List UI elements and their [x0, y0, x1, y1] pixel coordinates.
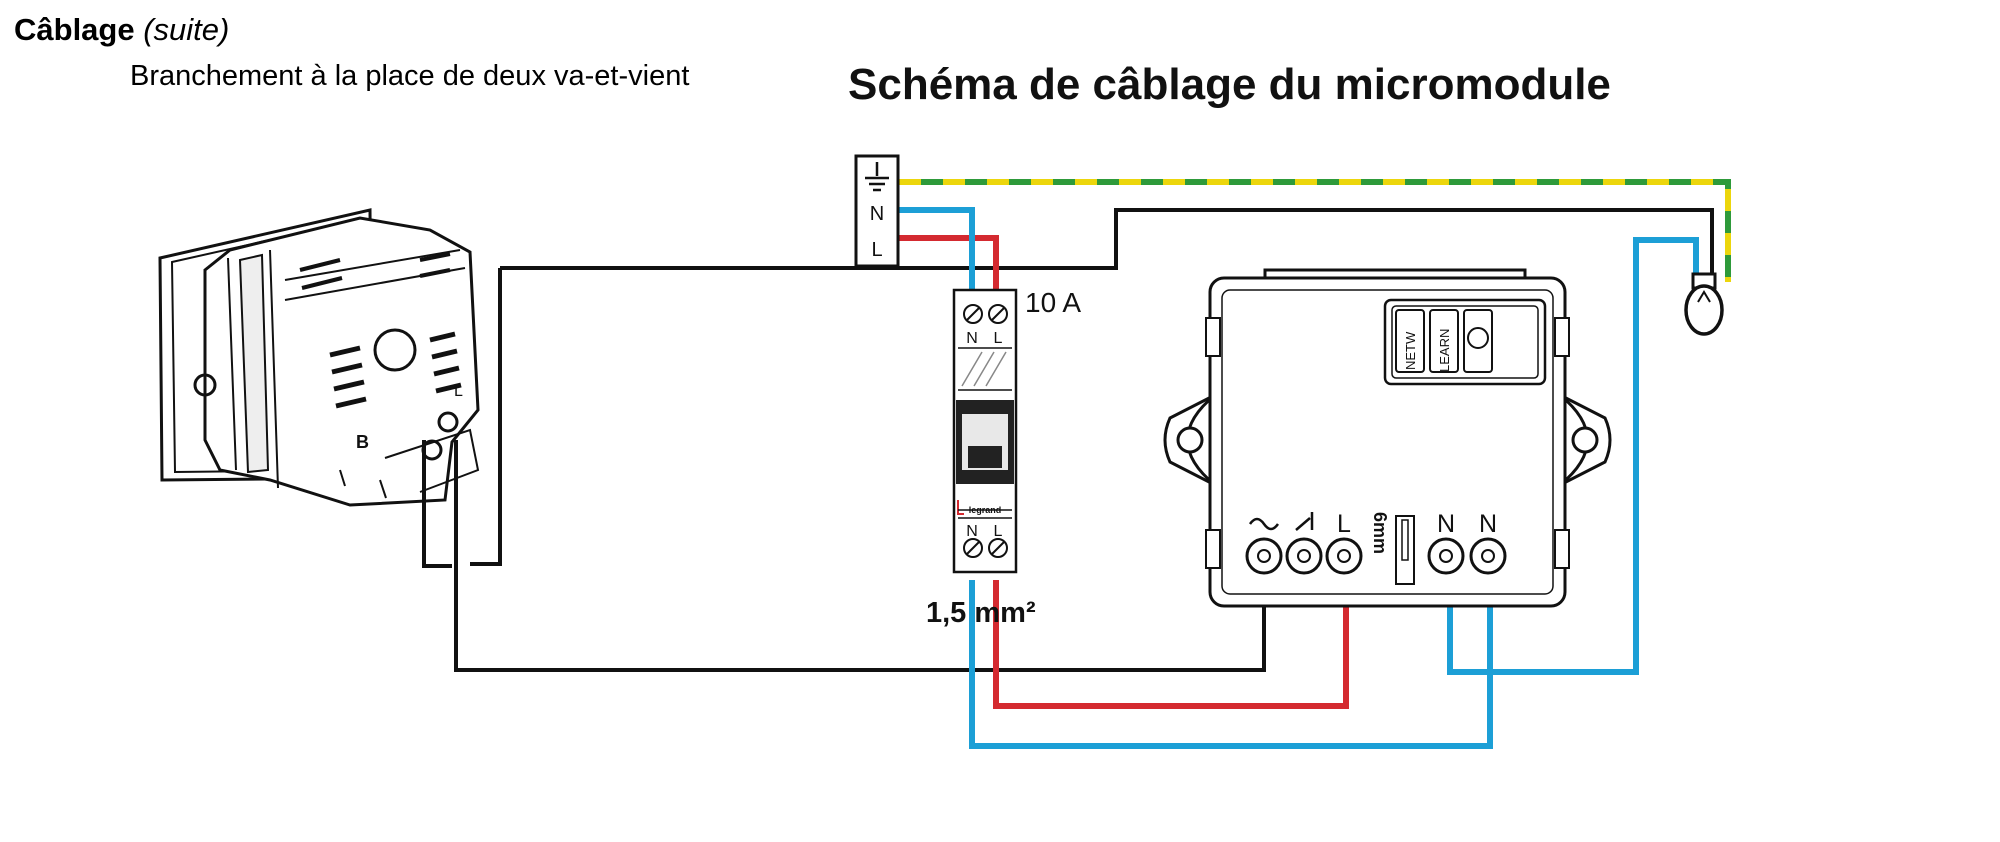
breaker-top-n-label: N	[966, 330, 978, 347]
terminal-n1-label: N	[1437, 510, 1455, 538]
section-heading-suffix: (suite)	[143, 12, 230, 47]
breaker-top-l-label: L	[994, 330, 1003, 347]
switch-marking-l: L	[454, 383, 463, 400]
supply-neutral-label: N	[870, 203, 884, 225]
ac-supply-icon	[1248, 517, 1280, 531]
micromodule	[1163, 268, 1612, 608]
section-heading-main: Câblage	[14, 12, 135, 47]
terminal-n2-label: N	[1479, 510, 1497, 538]
breaker-bottom-n-label: N	[966, 523, 978, 540]
line-wire	[899, 235, 1349, 709]
breaker-bottom-l-label: L	[994, 523, 1003, 540]
breaker-rating: 10 A	[1025, 287, 1081, 318]
netw-button	[1395, 309, 1425, 373]
circuit-breaker: legrand	[952, 288, 1018, 574]
diagram-title: Schéma de câblage du micromodule	[848, 60, 1611, 109]
netw-button-label: NETW	[1403, 331, 1418, 370]
strip-length-label: 6mm	[1370, 512, 1390, 554]
terminal-l-label: L	[1337, 510, 1351, 538]
section-heading: Câblage (suite)	[14, 12, 229, 48]
section-subtitle: Branchement à la place de deux va-et-vie…	[130, 60, 690, 92]
earth-wire	[899, 179, 1731, 282]
wall-switch-mechanism	[158, 208, 480, 507]
status-led-icon	[1467, 327, 1489, 349]
supply-line-label: L	[871, 239, 882, 261]
breaker-brand: legrand	[969, 505, 1002, 515]
wire-section-label: 1,5 mm²	[926, 597, 1036, 629]
lamp-icon	[1684, 272, 1724, 336]
control-wire-switch-to-lamp	[422, 208, 1714, 672]
learn-button-label: LEARN	[1437, 329, 1452, 372]
learn-button	[1429, 309, 1459, 373]
switch-input-icon	[1295, 512, 1314, 531]
earth-icon	[865, 162, 889, 192]
switch-marking-b: B	[356, 432, 369, 452]
supply-terminal-block: N L	[854, 154, 900, 268]
